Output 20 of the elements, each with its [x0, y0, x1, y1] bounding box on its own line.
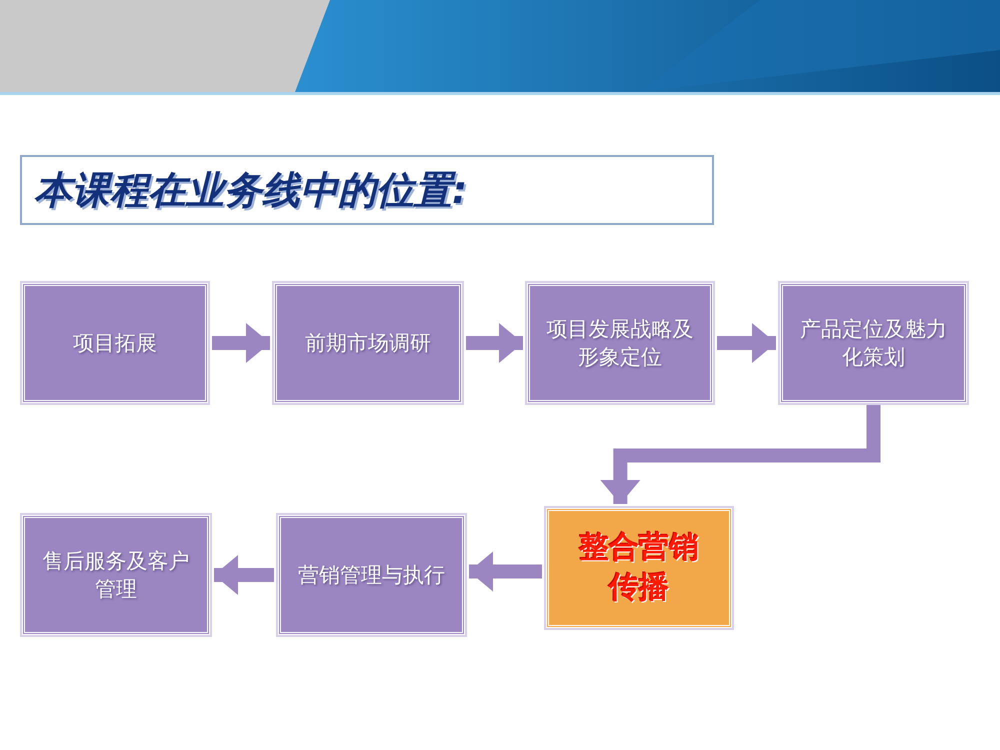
step-label: 产品定位及魅力化策划: [799, 316, 948, 371]
step-label: 营销管理与执行: [297, 562, 446, 589]
step-box: [22, 515, 210, 635]
step-label: 项目拓展: [72, 330, 158, 357]
step-box: [22, 283, 208, 403]
slide-title: 本课程在业务线中的位置:: [33, 166, 468, 214]
block-arrow: [717, 323, 776, 363]
step-box: [780, 283, 967, 403]
step-label: 整合营销传播: [578, 528, 700, 607]
step-box: [274, 283, 462, 403]
block-arrow: [466, 323, 523, 363]
step-box: [527, 283, 713, 403]
step-label: 售后服务及客户管理: [42, 548, 190, 603]
block-arrow: [212, 323, 270, 363]
block-arrow: [214, 555, 274, 595]
highlighted-step-box: [546, 508, 732, 628]
step-label: 项目发展战略及形象定位: [546, 316, 694, 371]
step-label: 前期市场调研: [304, 330, 432, 357]
step-box: [278, 515, 465, 635]
block-arrow: [469, 552, 542, 592]
